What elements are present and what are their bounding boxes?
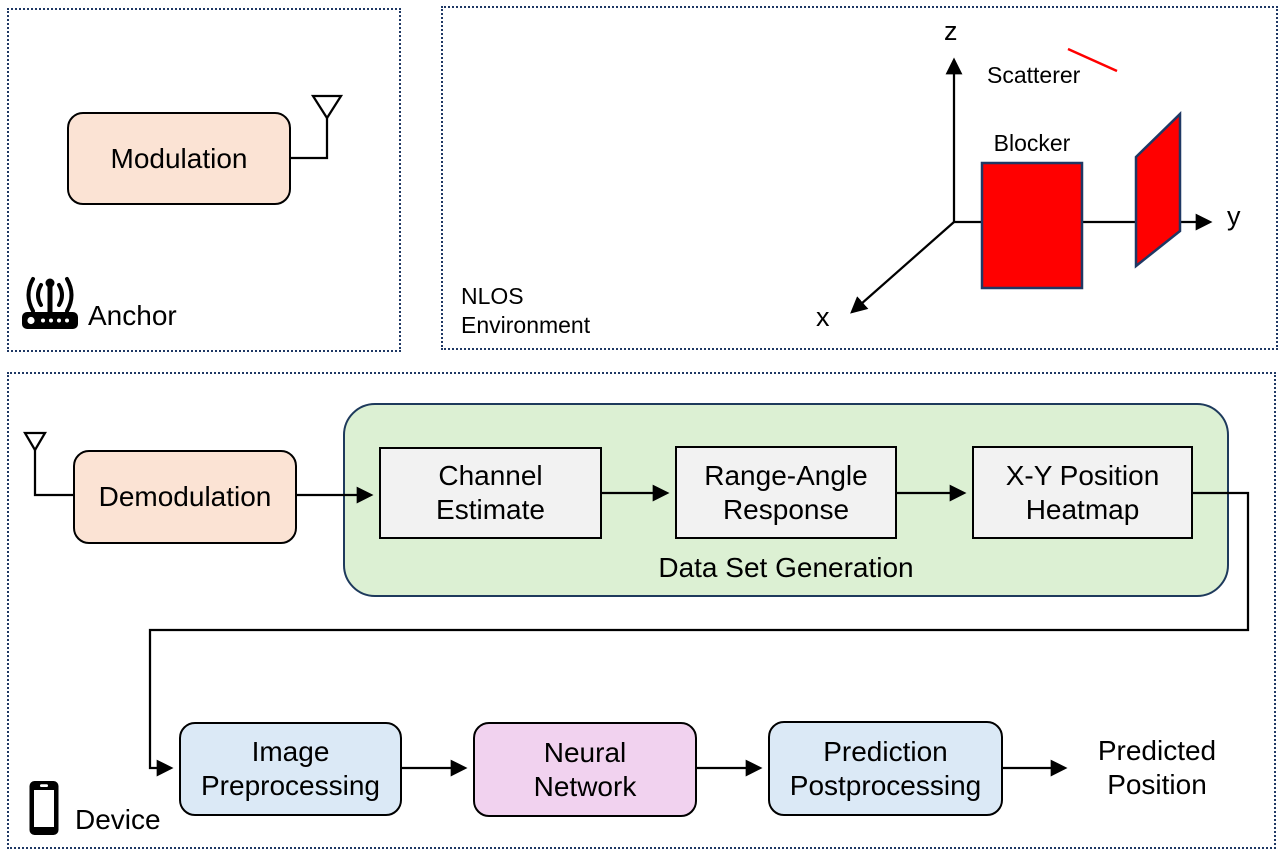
blocker-shape: [980, 161, 1084, 290]
router-icon: [22, 277, 78, 329]
channel-estimate-line2: Estimate: [436, 494, 545, 525]
neural-network-line2: Network: [533, 770, 637, 802]
demodulation-label: Demodulation: [98, 481, 272, 513]
blocker-label: Blocker: [993, 130, 1071, 156]
nlos-line1: NLOS: [461, 283, 524, 309]
dataset-generation-label: Data Set Generation: [658, 552, 914, 583]
device-antenna-icon: [23, 431, 73, 497]
y-axis-label: y: [1227, 201, 1241, 231]
demodulation-box: Demodulation: [73, 450, 297, 544]
channel-estimate-box: Channel Estimate: [379, 447, 602, 539]
scatterer-line: [1067, 47, 1118, 73]
prediction-postprocessing-box: Prediction Postprocessing: [768, 721, 1003, 816]
image-preprocessing-box: Image Preprocessing: [179, 722, 402, 816]
neural-network-line1: Neural: [543, 736, 627, 768]
xy-position-heatmap-box: X-Y Position Heatmap: [972, 446, 1193, 539]
nlos-line2: Environment: [461, 311, 591, 338]
modulation-label: Modulation: [110, 142, 248, 174]
prediction-postprocessing-line1: Prediction: [823, 735, 948, 767]
image-preprocessing-line2: Preprocessing: [201, 770, 380, 801]
range-angle-line2: Response: [722, 493, 850, 525]
image-preprocessing-line1: Image: [251, 736, 330, 768]
nlos-environment-panel: [441, 6, 1278, 350]
z-axis-label: z: [944, 16, 958, 46]
anchor-antenna-icon: [291, 94, 344, 160]
neural-network-box: Neural Network: [473, 722, 697, 817]
pipeline-panel: [7, 372, 1276, 849]
x-axis-arrow: [850, 221, 955, 314]
predicted-line2: Position: [1107, 768, 1207, 800]
range-angle-line1: Range-Angle: [704, 459, 868, 491]
predicted-line1: Predicted: [1097, 735, 1217, 766]
anchor-label: Anchor: [88, 300, 177, 331]
xy-heatmap-line2: Heatmap: [1025, 493, 1140, 525]
range-angle-response-box: Range-Angle Response: [675, 446, 897, 539]
pipeline-arrows: [148, 484, 1250, 777]
arrow-xy-to-imgpre: [148, 491, 1250, 777]
device-label: Device: [75, 804, 161, 835]
phone-icon: [29, 781, 59, 835]
channel-estimate-line1: Channel: [438, 460, 543, 492]
anchor-panel: [7, 8, 401, 352]
nlos-environment-label: NLOS Environment: [461, 282, 590, 340]
predicted-position-label: Predicted Position: [1078, 734, 1236, 801]
modulation-box: Modulation: [67, 112, 291, 205]
scatterer-label: Scatterer: [987, 62, 1081, 88]
prediction-postprocessing-line2: Postprocessing: [789, 769, 982, 801]
xy-heatmap-line1: X-Y Position: [1005, 459, 1160, 491]
x-axis-label: x: [816, 302, 830, 332]
reflector-wall-shape: [1134, 111, 1182, 269]
